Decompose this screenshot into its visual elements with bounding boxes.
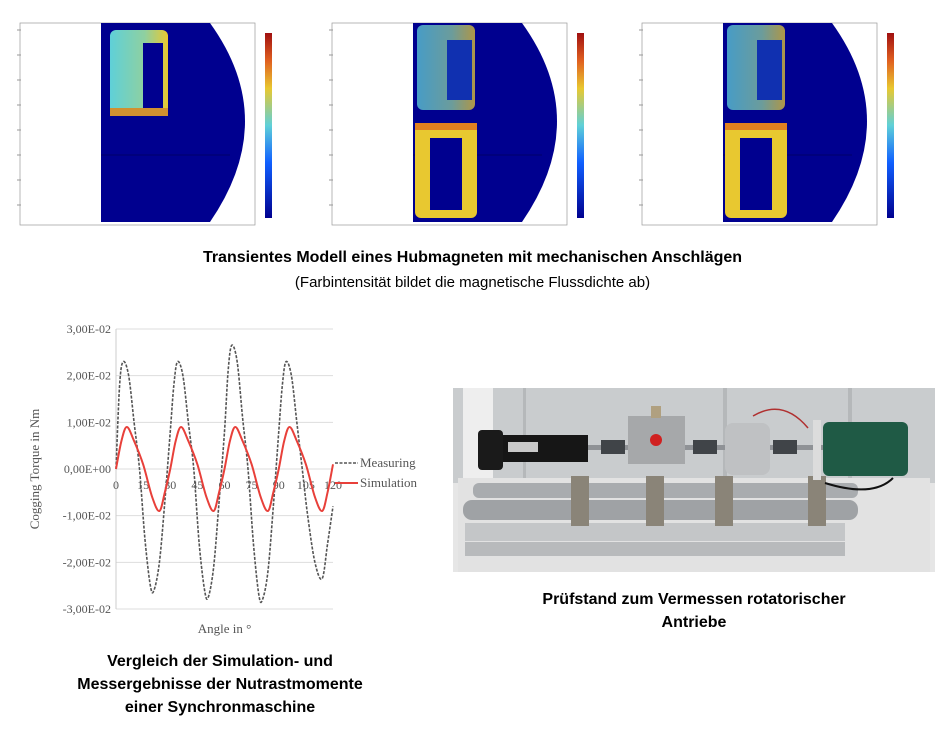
lower-core <box>430 138 462 210</box>
photo-caption: Prüfstand zum Vermessen rotatorischer An… <box>453 588 935 634</box>
colorbar <box>265 33 272 218</box>
y-tick-label: -2,00E-02 <box>63 555 111 569</box>
upper-core <box>447 40 472 100</box>
fem-plot-3 <box>639 22 894 226</box>
fem-panel-1 <box>0 0 310 235</box>
cogging-torque-chart: 3,00E-02 2,00E-02 1,00E-02 0,00E+00 -1,00E-0… <box>27 322 418 636</box>
fem-plot-2 <box>329 22 584 226</box>
x-tick-label: 0 <box>113 478 119 492</box>
y-tick-label: 1,00E-02 <box>67 415 111 429</box>
y-tick-label: 3,00E-02 <box>67 322 111 336</box>
colorbar <box>887 33 894 218</box>
chart-caption: Vergleich der Simulation- und Messergebn… <box>20 650 420 719</box>
fem-panel-2 <box>312 0 622 235</box>
series-line-simulation <box>115 425 334 512</box>
upper-plate <box>110 108 168 116</box>
legend-label: Measuring <box>360 455 416 470</box>
y-tick-label: 0,00E+00 <box>64 462 111 476</box>
y-tick-label: -3,00E-02 <box>63 602 111 616</box>
fem-subcaption: (Farbintensität bildet die magnetische F… <box>294 274 651 291</box>
test-bench-photo <box>453 388 935 572</box>
lower-core <box>740 138 772 210</box>
colorbar <box>577 33 584 218</box>
x-axis-label: Angle in ° <box>198 621 252 636</box>
upper-core <box>143 43 163 110</box>
legend-label: Simulation <box>360 475 418 490</box>
series-line-measuring <box>115 344 334 604</box>
fem-plot-1 <box>17 22 272 226</box>
photo-caption-line: Prüfstand zum Vermessen rotatorischer <box>542 591 846 608</box>
y-tick-label: -1,00E-02 <box>63 509 111 523</box>
chart-caption-line: einer Synchronmaschine <box>124 699 316 716</box>
upper-core <box>757 40 782 100</box>
fem-caption: Transientes Modell eines Hubmagneten mit… <box>202 249 743 266</box>
lower-plate <box>725 123 787 130</box>
chart-caption-line: Messergebnisse der Nutrastmomente <box>77 676 363 693</box>
chart-caption-line: Vergleich der Simulation- und <box>107 653 333 670</box>
lower-plate <box>415 123 477 130</box>
y-tick-label: 2,00E-02 <box>67 369 111 383</box>
fem-panel-3 <box>622 0 932 235</box>
photo-caption-line: Antriebe <box>661 614 727 631</box>
x-tick-label: 120 <box>324 478 342 492</box>
y-axis-label: Cogging Torque in Nm <box>27 409 42 530</box>
